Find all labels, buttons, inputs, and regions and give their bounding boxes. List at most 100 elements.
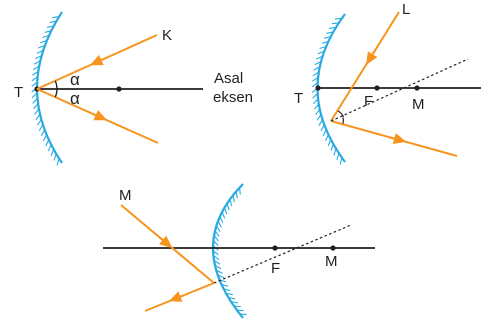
mirror-hatch-mark	[47, 144, 52, 152]
center-label-m: M	[412, 96, 425, 113]
mirror-hatch-mark	[31, 76, 38, 82]
focus-point-3	[272, 245, 278, 251]
mirror-hatch-mark	[232, 195, 235, 203]
mirror-hatch-mark	[312, 71, 320, 77]
ray-label-l: L	[402, 1, 410, 18]
diagram-2: L T F M	[294, 1, 481, 165]
mirror-hatch-mark	[214, 264, 222, 270]
mirror-hatch-mark	[323, 36, 331, 39]
mirror-hatch-mark	[56, 158, 60, 166]
mirror-hatch-mark	[225, 292, 233, 296]
mirror-hatch-mark	[44, 30, 52, 33]
mirror-hatch-mark	[53, 153, 57, 161]
reflected-ray-l-arrow	[389, 133, 407, 144]
angle-arc-top	[54, 80, 58, 90]
mirror-hatch-mark	[221, 211, 226, 219]
vertex-label-t: T	[14, 84, 23, 101]
mirror-hatch-mark	[42, 134, 48, 142]
angle-label-bottom: α	[70, 89, 80, 108]
mirror-hatch-mark	[239, 187, 241, 195]
mirror-hatch-mark	[31, 81, 38, 87]
mirror-hatch-mark	[212, 240, 219, 246]
mirror-hatch-mark	[334, 17, 342, 20]
mirror-hatch-mark	[36, 50, 44, 54]
mirror-hatch-mark	[235, 191, 238, 199]
axis-label-line1: Asal	[214, 70, 243, 87]
mirror-hatch-mark	[32, 65, 40, 71]
mirror-hatch-mark	[316, 114, 322, 121]
mirror-hatch-mark	[325, 134, 329, 142]
mirror-2-hatching	[311, 17, 343, 165]
ray-label-k: K	[162, 27, 172, 44]
mirror-hatch-mark	[321, 40, 329, 44]
mirror-hatch-mark	[35, 113, 41, 121]
mirror-hatch-mark	[228, 297, 236, 300]
mirror-hatch-mark	[214, 230, 220, 237]
mirror-hatch-mark	[322, 129, 327, 137]
mirror-hatch-mark	[46, 25, 54, 28]
mirror-hatch-mark	[313, 103, 320, 110]
mirror-hatch-mark	[38, 124, 44, 131]
mirror-hatch-mark	[217, 274, 225, 279]
mirror-hatch-mark	[312, 98, 319, 105]
mirror-hatch-mark	[327, 139, 332, 147]
axis-point-1	[116, 86, 122, 92]
mirror-hatch-mark	[224, 207, 228, 215]
incident-ray-k-arrow	[89, 54, 106, 66]
mirror-hatch-mark	[33, 60, 41, 65]
mirror-hatch-mark	[313, 66, 321, 71]
mirror-hatch-mark	[50, 149, 55, 156]
center-point-2	[414, 85, 420, 91]
mirror-hatch-mark	[32, 71, 39, 76]
mirror-hatch-mark	[31, 92, 38, 99]
incident-ray-m-arrow	[159, 235, 173, 248]
focus-label-f: F	[364, 93, 373, 110]
mirror-hatch-mark	[339, 157, 343, 165]
mirror-hatch-mark	[231, 301, 239, 304]
mirror-hatch-mark	[236, 309, 244, 312]
angle-arc-bottom	[54, 88, 58, 98]
mirror-hatch-mark	[233, 305, 241, 308]
mirror-hatch-mark	[35, 55, 42, 60]
mirror-hatch-mark	[34, 108, 40, 115]
mirror-hatch-mark	[331, 22, 339, 25]
incident-ray-l	[330, 11, 400, 122]
normal-line-2	[330, 58, 469, 122]
mirror-hatch-mark	[336, 153, 340, 161]
mirror-hatch-mark	[317, 50, 325, 55]
mirror-hatch-mark	[311, 82, 318, 88]
center-point-3	[330, 245, 336, 251]
mirror-hatch-mark	[318, 119, 323, 126]
mirror-hatch-mark	[314, 61, 322, 66]
mirror-hatch-mark	[32, 97, 38, 104]
mirror-hatch-mark	[219, 216, 224, 224]
mirror-hatch-mark	[326, 31, 334, 34]
mirror-hatch-mark	[217, 220, 222, 228]
mirror-hatch-mark	[33, 103, 39, 110]
mirror-hatch-mark	[38, 44, 46, 49]
ray-label-m: M	[119, 187, 132, 204]
mirror-hatch-mark	[315, 55, 323, 60]
mirror-hatch-mark	[330, 143, 334, 151]
mirror-hatch-mark	[215, 225, 221, 233]
mirror-hatch-mark	[223, 288, 231, 292]
mirror-hatch-mark	[213, 260, 221, 265]
mirror-2	[311, 13, 346, 165]
mirror-hatch-mark	[45, 139, 50, 147]
angle-arc-2	[337, 110, 345, 118]
mirror-1-hatching	[31, 16, 60, 166]
mirror-hatch-mark	[226, 203, 230, 211]
mirror-hatch-mark	[319, 45, 327, 50]
mirror-hatch-mark	[215, 269, 223, 274]
angle-label-top: α	[70, 70, 80, 89]
mirror-3-hatching	[212, 187, 247, 315]
vertex-point-2	[315, 85, 321, 91]
mirror-hatch-mark	[312, 76, 319, 82]
vertex-label-t: T	[294, 90, 303, 107]
mirror-hatch-mark	[212, 250, 219, 256]
mirror-hatch-mark	[213, 255, 220, 260]
mirror-hatch-mark	[320, 124, 325, 132]
mirror-hatch-mark	[333, 148, 337, 156]
mirror-hatch-mark	[221, 283, 229, 287]
